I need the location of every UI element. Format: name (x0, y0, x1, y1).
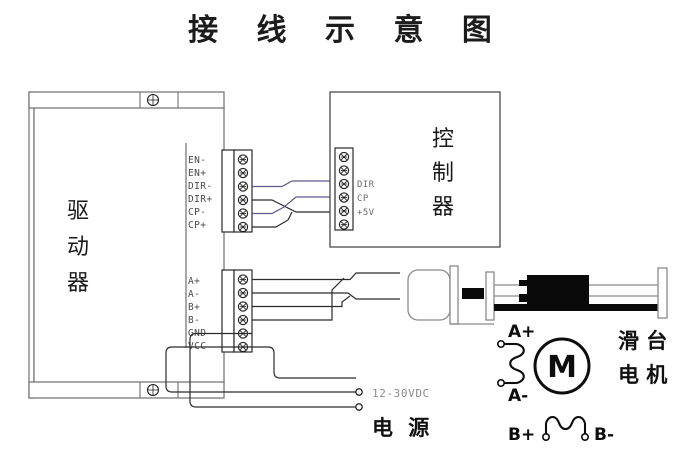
wire-vcc-stub (252, 346, 275, 372)
motor-label-line-1: 电 机 (618, 363, 667, 387)
motor-label-line-0: 滑 台 (618, 329, 667, 353)
driver-label-char-1: 动 (67, 235, 89, 260)
driver-module: 驱 动 器 (28, 91, 225, 399)
driver-signal-terminal[interactable]: EN- EN+ DIR- DIR+ CP- CP+ (188, 149, 253, 233)
coil-a-winding (509, 343, 525, 384)
driver-bottom-screw-cross (147, 384, 159, 396)
pin-label-cp-minus: CP- (188, 207, 206, 218)
driver-label-char-2: 器 (67, 271, 89, 296)
driver-label-char-0: 驱 (67, 199, 89, 224)
controller-pin-label-cp: CP (357, 194, 369, 204)
actuator-coupler (462, 288, 484, 299)
driver-body (33, 105, 225, 385)
wire-a-plus (252, 272, 400, 281)
power-terminal-node-negative (355, 403, 363, 411)
actuator-rail-endplate-right (657, 267, 668, 319)
actuator-carriage (527, 275, 589, 307)
pin-label-en-minus: EN- (188, 155, 206, 166)
linear-actuator-illustration (407, 265, 668, 325)
power-wire-bundle: 12-30VDC 电 源 (165, 332, 433, 440)
controller-module: 控 制 器 DIR CP +5V (329, 91, 501, 248)
controller-label-char-1: 制 (432, 161, 454, 186)
actuator-motor-faceplate (449, 265, 459, 325)
actuator-rail-endplate-left (485, 271, 495, 321)
wire-a-minus (252, 292, 400, 300)
pin-label-dir-plus: DIR+ (188, 194, 212, 205)
pin-label-cp-plus: CP+ (188, 220, 206, 231)
actuator-motor-body (407, 269, 451, 321)
coil-b-positive-label: B+ (508, 425, 535, 445)
power-supply-voltage-label: 12-30VDC (372, 387, 430, 400)
wire-vcc-stub-2 (273, 371, 356, 379)
pin-label-en-plus: EN+ (188, 168, 206, 179)
diagram-title: 接 线 示 意 图 (188, 13, 506, 48)
controller-pin-label-5v: +5V (357, 208, 375, 218)
wire-dirplus-cross (252, 199, 349, 213)
signal-terminal-shell (221, 149, 235, 233)
power-terminal-shell (221, 269, 235, 353)
motor-glyph: M (547, 350, 577, 385)
driver-bottom-flange (28, 381, 225, 399)
controller-body (329, 91, 501, 248)
driver-top-flange (28, 91, 225, 109)
coil-b-positive-node (541, 432, 550, 441)
wire-dir (252, 180, 349, 188)
actuator-carriage-tab-upper (519, 280, 529, 286)
pin-label-b-minus: B- (188, 315, 200, 326)
controller-label-char-0: 控 (432, 127, 454, 152)
coil-a-negative-node (496, 378, 505, 387)
pin-label-dir-minus: DIR- (188, 181, 212, 192)
wire-b-minus (252, 277, 345, 321)
wire-b-plus-jog (252, 295, 351, 308)
wire-cp (252, 196, 349, 215)
wire-cpplus-return (252, 211, 293, 228)
motor-phase-wire-bundle (252, 272, 400, 321)
controller-label-char-2: 器 (432, 195, 454, 220)
pin-label-b-plus: B+ (188, 302, 200, 313)
signal-wire-bundle (252, 180, 349, 228)
controller-pin-label-dir: DIR (357, 180, 375, 190)
motor-schematic: A+ A- M B+ B- 滑 台 电 机 (496, 322, 667, 445)
signal-terminal-screws (237, 154, 249, 233)
coil-a-negative-label: A- (508, 386, 528, 406)
coil-b-winding (545, 415, 586, 431)
actuator-rail-bottom-bar (494, 304, 660, 311)
pin-label-a-plus: A+ (188, 276, 200, 287)
coil-a-positive-label: A+ (508, 322, 535, 342)
coil-b-negative-node (580, 432, 589, 441)
power-terminal-node-positive (355, 388, 363, 396)
wire-vcc (165, 346, 356, 393)
coil-b-negative-label: B- (594, 425, 614, 445)
controller-terminal[interactable]: DIR CP +5V (334, 147, 375, 231)
actuator-carriage-tab-lower (519, 294, 529, 302)
controller-terminal-screws (338, 151, 350, 230)
pin-label-a-minus: A- (188, 289, 200, 300)
driver-top-screw-cross (147, 94, 159, 106)
coil-a-positive-node (496, 339, 505, 348)
wire-gnd (189, 332, 356, 408)
power-supply-label: 电 源 (372, 416, 433, 440)
motor-circle (533, 337, 591, 395)
